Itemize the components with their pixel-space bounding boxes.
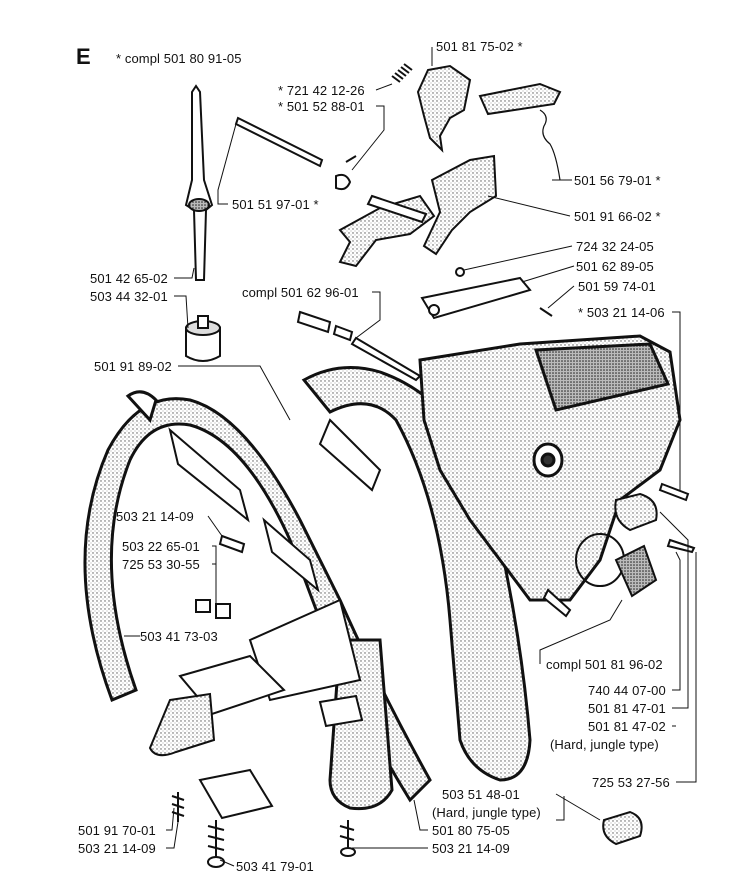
part-label: 501 81 47-01 [588,701,666,716]
part-label: (Hard, jungle type) [550,737,659,752]
part-label: 503 22 65-01 [122,539,200,554]
part-label: 501 42 65-02 [90,271,168,286]
part-label: 501 51 97-01 * [232,197,319,212]
small-spring [335,155,357,191]
cover-plate [420,267,553,320]
mounting-plates [148,654,364,820]
part-label: 501 59 74-01 [578,279,656,294]
part-label: 724 32 24-05 [576,239,654,254]
part-label: * 501 52 88-01 [278,99,365,114]
part-label: 503 41 73-03 [140,629,218,644]
part-label: (Hard, jungle type) [432,805,541,820]
part-label: 503 21 14-09 [432,841,510,856]
part-label: 503 44 32-01 [90,289,168,304]
part-label: 503 21 14-09 [116,509,194,524]
part-label: * 721 42 12-26 [278,83,365,98]
part-label: 501 91 89-02 [94,359,172,374]
rubber-buffer [185,315,221,362]
part-label: compl 501 62 96-01 [242,285,359,300]
leader-lines [124,47,697,867]
part-label: 503 21 14-09 [78,841,156,856]
part-label: 725 53 27-56 [592,775,670,790]
part-label: * 503 21 14-06 [578,305,665,320]
engine-housing [418,334,682,602]
part-label: 501 56 79-01 * [574,173,661,188]
part-label: 501 80 75-05 [432,823,510,838]
part-label: 725 53 30-55 [122,557,200,572]
kit-note: * compl 501 80 91-05 [116,51,242,66]
part-label: 501 81 75-02 * [436,39,523,54]
front-handle [83,390,432,803]
throttle-lockout [416,64,562,181]
part-label: compl 501 81 96-02 [546,657,663,672]
part-label: 740 44 07-00 [588,683,666,698]
part-label: 501 91 70-01 [78,823,156,838]
bolts [171,534,643,868]
part-label: 501 81 47-02 [588,719,666,734]
part-label: 501 62 89-05 [576,259,654,274]
pin-rod [234,116,324,168]
jet-assembly [296,310,422,382]
section-letter: E [76,44,91,69]
part-label: 503 51 48-01 [442,787,520,802]
throttle-rod [184,84,214,281]
trigger [338,154,498,268]
spring [391,63,413,83]
side-fittings [542,482,696,618]
part-label: 503 41 79-01 [236,859,314,874]
part-label: 501 91 66-02 * [574,209,661,224]
handle-tubes [168,418,382,702]
